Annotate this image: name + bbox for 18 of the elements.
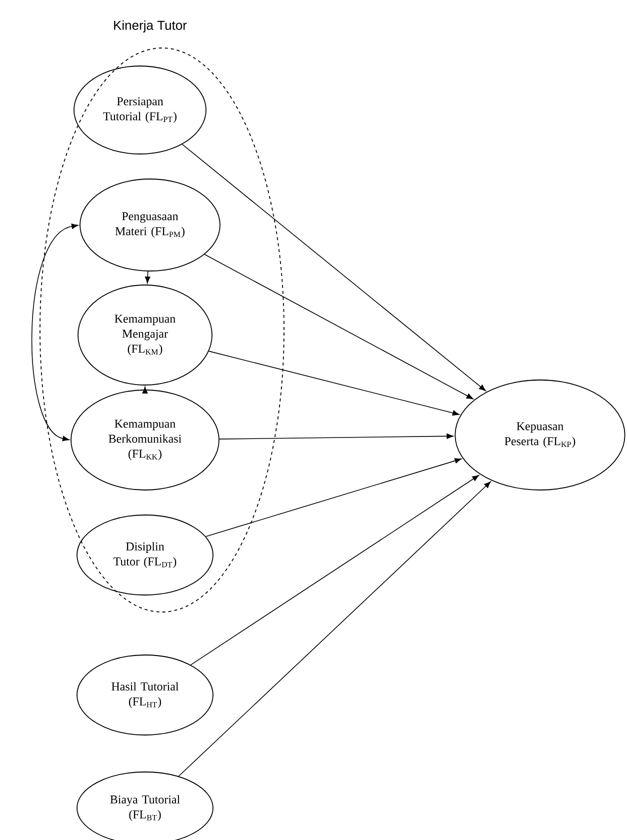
arrow	[32, 224, 78, 442]
arrow	[144, 271, 150, 284]
arrow	[178, 481, 491, 777]
ellipse-node: Hasil Tutorial (FL$_{HT}$)	[76, 654, 214, 736]
arrow	[219, 433, 454, 440]
arrow	[142, 386, 148, 394]
arrow	[182, 144, 486, 392]
group-title: Kinerja Tutor	[114, 20, 187, 32]
ellipse-node: Kepuasan Peserta (FL$_{KP}$)	[454, 380, 626, 490]
ellipse-node: Persiapan Tutorial (FL$_{PT}$)	[74, 66, 206, 154]
ellipse-node: Kemampuan Mengajar (FL$_{KM}$)	[78, 284, 212, 386]
ellipse-node: Penguasaan Materi (FL$_{PM}$)	[80, 178, 220, 272]
arrow	[204, 254, 474, 400]
arrow	[205, 458, 462, 537]
ellipse-node: Kemampuan Berkomunikasi (FL$_{KK}$)	[70, 390, 220, 490]
arrow	[208, 350, 460, 416]
arrow	[190, 474, 480, 666]
ellipse-node: Disiplin Tutor (FL$_{DT}$)	[76, 514, 214, 596]
